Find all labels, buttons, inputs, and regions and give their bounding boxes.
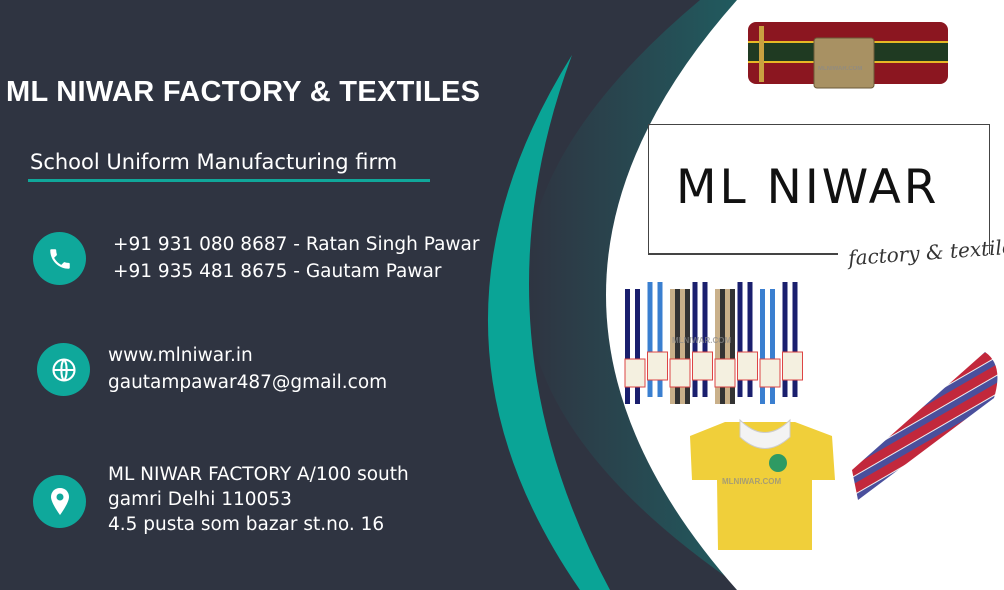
globe-icon [37,343,90,396]
address-block: ML NIWAR FACTORY A/100 south gamri Delhi… [108,462,409,537]
phone-icon [33,232,86,285]
teal-crescent [487,55,610,590]
striped-belt [669,289,691,404]
shirt-watermark: MLNIWAR.COM [722,477,781,486]
striped-belt [624,289,646,404]
phone-number-gautam[interactable]: +91 935 481 8675 - Gautam Pawar [113,261,442,282]
striped-tie-image [852,352,998,500]
striped-belts-image: MLNIWAR.COM [624,282,803,404]
address-line: ML NIWAR FACTORY A/100 south [108,464,409,485]
tagline-underline [28,179,430,182]
location-pin-icon [33,475,86,528]
email-link[interactable]: gautampawar487@gmail.com [108,372,388,393]
phone-number-ratan[interactable]: +91 931 080 8687 - Ratan Singh Pawar [113,234,480,255]
logo-frame-bottom [648,253,838,255]
address-line: gamri Delhi 110053 [108,489,292,510]
company-tagline: School Uniform Manufacturing firm [30,150,398,174]
phone-numbers: +91 931 080 8687 - Ratan Singh Pawar +91… [113,231,480,285]
yellow-shirt-image: MLNIWAR.COM [690,418,835,550]
striped-belt [714,289,736,404]
website-link[interactable]: www.mlniwar.in [108,345,253,366]
company-title: ML NIWAR FACTORY & TEXTILES [6,76,481,108]
elastic-belt-image: MLNIWAR.COM [748,22,948,89]
striped-belt [782,282,803,397]
striped-belt [737,282,758,397]
logo-frame [648,124,990,254]
belt-watermark: MLNIWAR.COM [818,66,862,72]
web-contacts: www.mlniwar.in gautampawar487@gmail.com [108,342,387,396]
striped-belt [692,282,713,397]
belts-watermark: MLNIWAR.COM [672,336,731,345]
address-line: 4.5 pusta som bazar st.no. 16 [108,514,385,535]
logo-wordmark: ML NIWAR [676,160,940,215]
striped-belt [647,282,668,397]
striped-belt [759,289,781,404]
